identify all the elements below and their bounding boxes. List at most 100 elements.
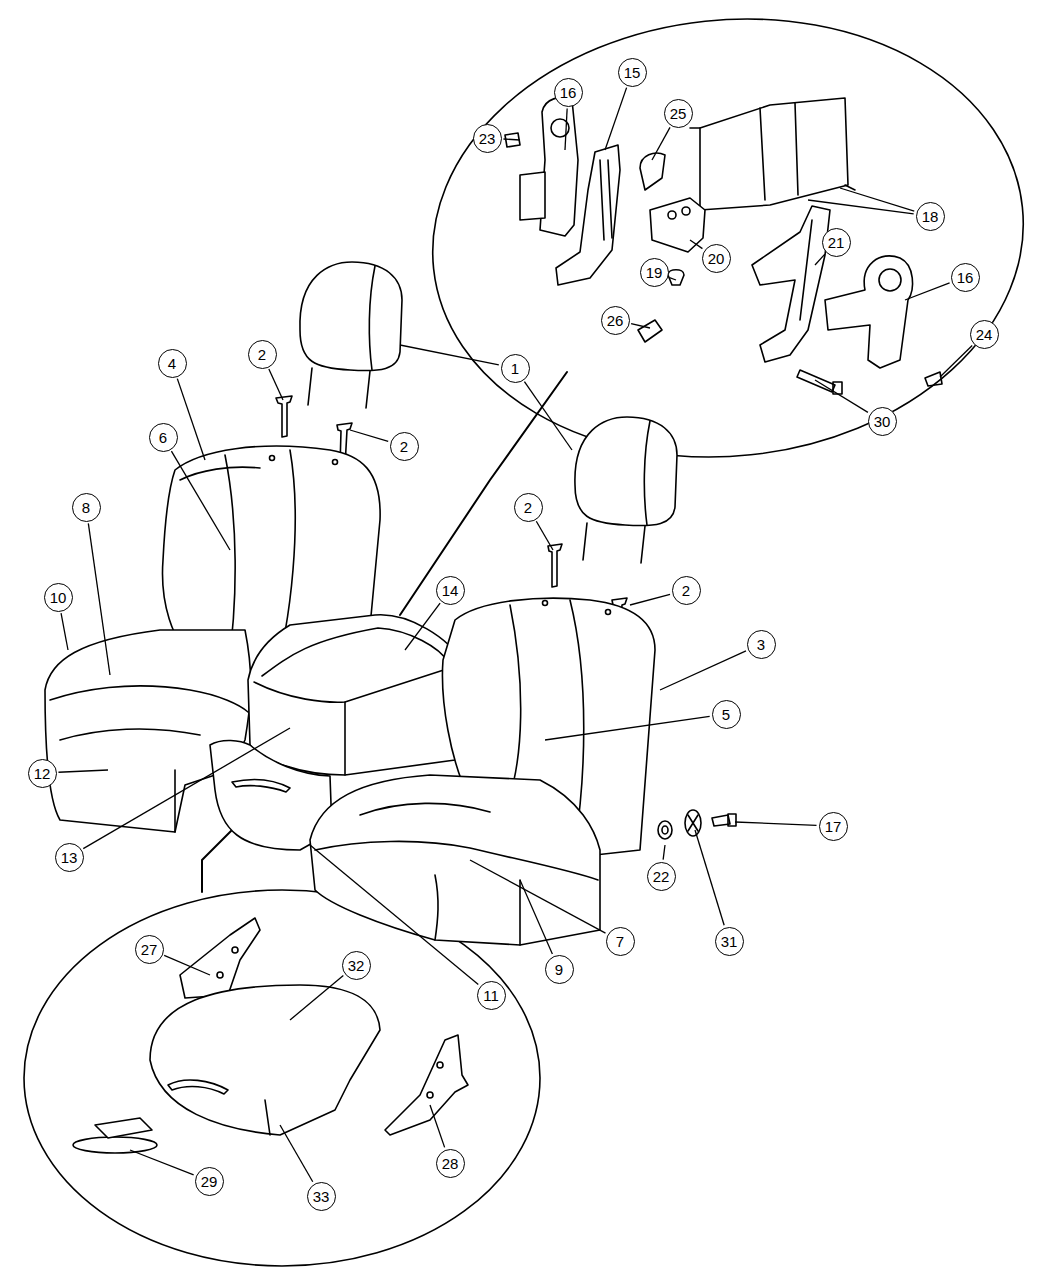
callout-circle: 6: [149, 423, 178, 452]
leader-line: [430, 1105, 445, 1147]
callout-number: 2: [682, 583, 690, 598]
callout-circle: 13: [55, 843, 84, 872]
console-lid: [248, 615, 460, 775]
callout-circle: 28: [436, 1149, 465, 1178]
callout-number: 17: [825, 819, 842, 834]
seat-frame-rail: [556, 145, 620, 285]
headrest: [300, 262, 402, 408]
leader-line: [940, 346, 972, 377]
callout-circle: 15: [618, 58, 647, 87]
callout-number: 21: [828, 235, 845, 250]
callout-circle: 25: [664, 99, 693, 128]
callout-circle: 22: [647, 862, 676, 891]
callout-number: 26: [607, 313, 624, 328]
callout-number: 7: [616, 934, 624, 949]
leader-line: [470, 860, 605, 933]
callout-number: 8: [82, 500, 90, 515]
console-cushion: [150, 985, 380, 1135]
callout-number: 15: [624, 65, 641, 80]
leader-line: [631, 324, 650, 328]
callout-number: 2: [400, 439, 408, 454]
leader-line: [350, 430, 388, 441]
callout-number: 18: [922, 209, 939, 224]
leader-line: [520, 880, 552, 954]
callout-circle: 27: [135, 935, 164, 964]
leader-line: [405, 603, 440, 650]
leader-line: [605, 88, 627, 150]
leader-line: [524, 382, 572, 450]
callout-number: 33: [313, 1189, 330, 1204]
callout-number: 10: [50, 590, 67, 605]
callout-number: 14: [442, 583, 459, 598]
leader-line: [630, 594, 670, 605]
callout-number: 25: [670, 106, 687, 121]
callout-circle: 5: [712, 700, 741, 729]
leader-line: [290, 976, 343, 1020]
leader-line: [269, 369, 283, 400]
callout-circle: 11: [477, 981, 506, 1010]
callout-circle: 9: [545, 955, 574, 984]
callout-number: 20: [708, 251, 725, 266]
callout-circle: 26: [601, 306, 630, 335]
callout-number: 29: [201, 1174, 218, 1189]
callout-number: 23: [479, 131, 496, 146]
callout-number: 31: [721, 934, 738, 949]
callout-number: 6: [159, 430, 167, 445]
callout-number: 2: [258, 347, 266, 362]
callout-circle: 8: [72, 493, 101, 522]
latch-block: [650, 198, 705, 252]
recliner-mechanism: [520, 98, 578, 236]
cupholder-trim: [73, 1118, 157, 1153]
callout-number: 1: [511, 361, 519, 376]
callout-circle: 3: [747, 630, 776, 659]
callout-circle: 2: [514, 493, 543, 522]
leader-line: [660, 651, 746, 690]
callout-number: 27: [141, 942, 158, 957]
leader-line: [171, 451, 230, 550]
callout-number: 4: [168, 356, 176, 371]
callout-circle: 14: [436, 576, 465, 605]
callout-circle: 24: [970, 320, 999, 349]
leader-line: [670, 278, 676, 280]
leader-line: [735, 822, 817, 825]
callout-number: 30: [874, 414, 891, 429]
leader-line: [83, 728, 290, 849]
callout-circle: 7: [606, 927, 635, 956]
callout-number: 16: [957, 270, 974, 285]
detail-link: [202, 828, 234, 892]
callout-number: 2: [524, 500, 532, 515]
callout-number: 3: [757, 637, 765, 652]
leader-line: [503, 139, 520, 140]
leader-line: [905, 283, 950, 300]
callout-circle: 32: [342, 951, 371, 980]
callout-circle: 21: [822, 228, 851, 257]
callout-circle: 18: [916, 202, 945, 231]
callout-circle: 17: [819, 812, 848, 841]
hinge-bracket: [385, 1035, 468, 1135]
recliner-mechanism: [825, 256, 913, 368]
leader-line: [840, 188, 914, 211]
leader-line: [164, 955, 210, 975]
leader-line: [400, 345, 499, 365]
leader-line: [130, 1150, 194, 1175]
leader-line: [280, 1125, 313, 1182]
callout-circle: 30: [868, 407, 897, 436]
leader-line: [536, 521, 553, 550]
headrest: [575, 417, 677, 563]
leader-line: [695, 830, 724, 925]
callout-number: 24: [976, 327, 993, 342]
seat-back-panel: [690, 98, 855, 210]
callout-number: 12: [34, 766, 51, 781]
callout-number: 13: [61, 850, 78, 865]
callout-number: 11: [483, 988, 499, 1003]
leader-line: [545, 716, 710, 740]
leader-line: [565, 108, 567, 150]
callout-circle: 29: [195, 1167, 224, 1196]
callout-circle: 16: [951, 263, 980, 292]
leader-line: [58, 770, 108, 772]
leader-line: [652, 127, 670, 160]
callout-number: 9: [555, 962, 563, 977]
callout-number: 32: [348, 958, 365, 973]
leader-line: [808, 200, 914, 214]
callout-circle: 10: [44, 583, 73, 612]
